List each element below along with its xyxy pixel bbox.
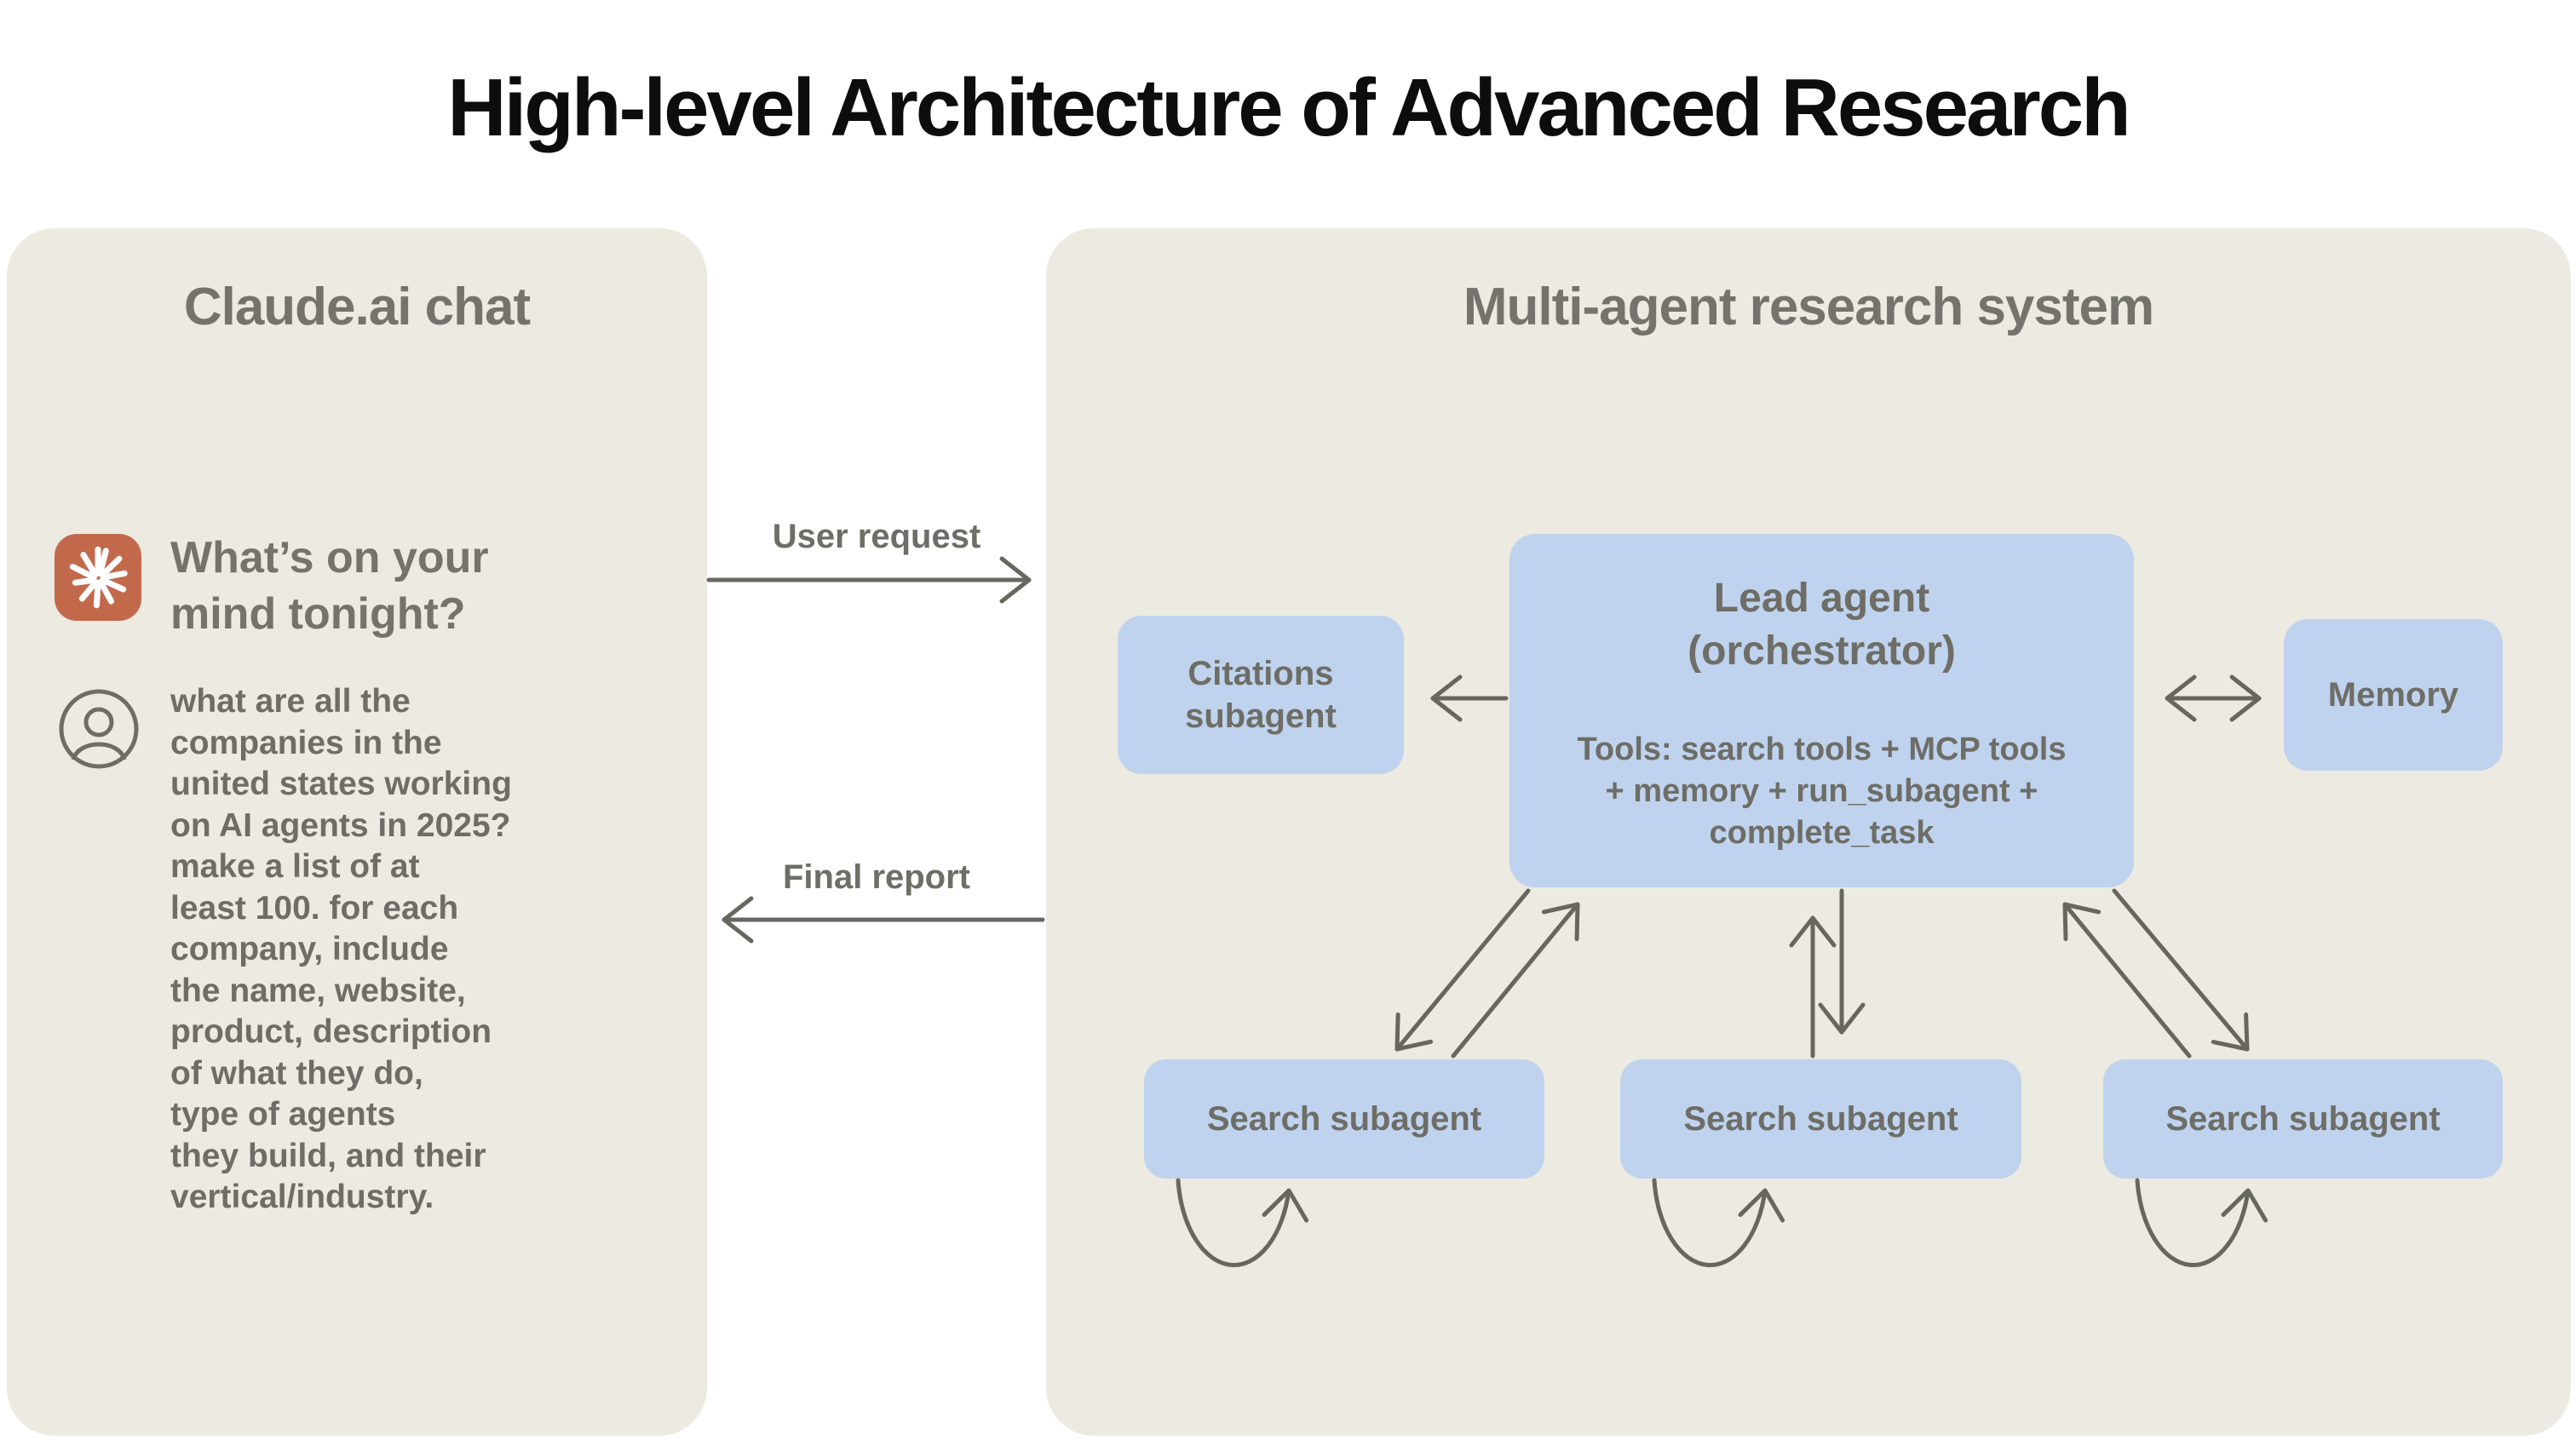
multi-agent-panel: Multi-agent research system Lead agent (… bbox=[1046, 228, 2571, 1436]
search-subagent-node-2: Search subagent bbox=[1620, 1059, 2021, 1179]
multi-agent-heading: Multi-agent research system bbox=[1463, 278, 2154, 336]
memory-node: Memory bbox=[2284, 619, 2503, 771]
lead-agent-tools: Tools: search tools + MCP tools + memory… bbox=[1577, 732, 2067, 851]
user-request-label: User request bbox=[772, 518, 981, 555]
claude-chat-heading: Claude.ai chat bbox=[183, 278, 531, 336]
claude-logo-icon bbox=[55, 534, 141, 621]
final-report-label: Final report bbox=[782, 858, 971, 896]
page-title: High-level Architecture of Advanced Rese… bbox=[447, 62, 2131, 153]
user-query-text: what are all the companies in the united… bbox=[170, 683, 512, 1215]
prompt-heading: What’s on your mind tonight? bbox=[170, 533, 489, 639]
lead-agent-title: Lead agent (orchestrator) bbox=[1688, 576, 1956, 674]
lead-agent-node: Lead agent (orchestrator) Tools: search … bbox=[1509, 534, 2134, 887]
claude-chat-panel: Claude.ai chat What’s on your m bbox=[7, 228, 707, 1436]
user-avatar-icon bbox=[56, 686, 141, 772]
search-subagent-node-3: Search subagent bbox=[2103, 1059, 2503, 1179]
search-subagent-node-1: Search subagent bbox=[1144, 1059, 1544, 1179]
citations-subagent-node: Citations subagent bbox=[1118, 616, 1404, 774]
